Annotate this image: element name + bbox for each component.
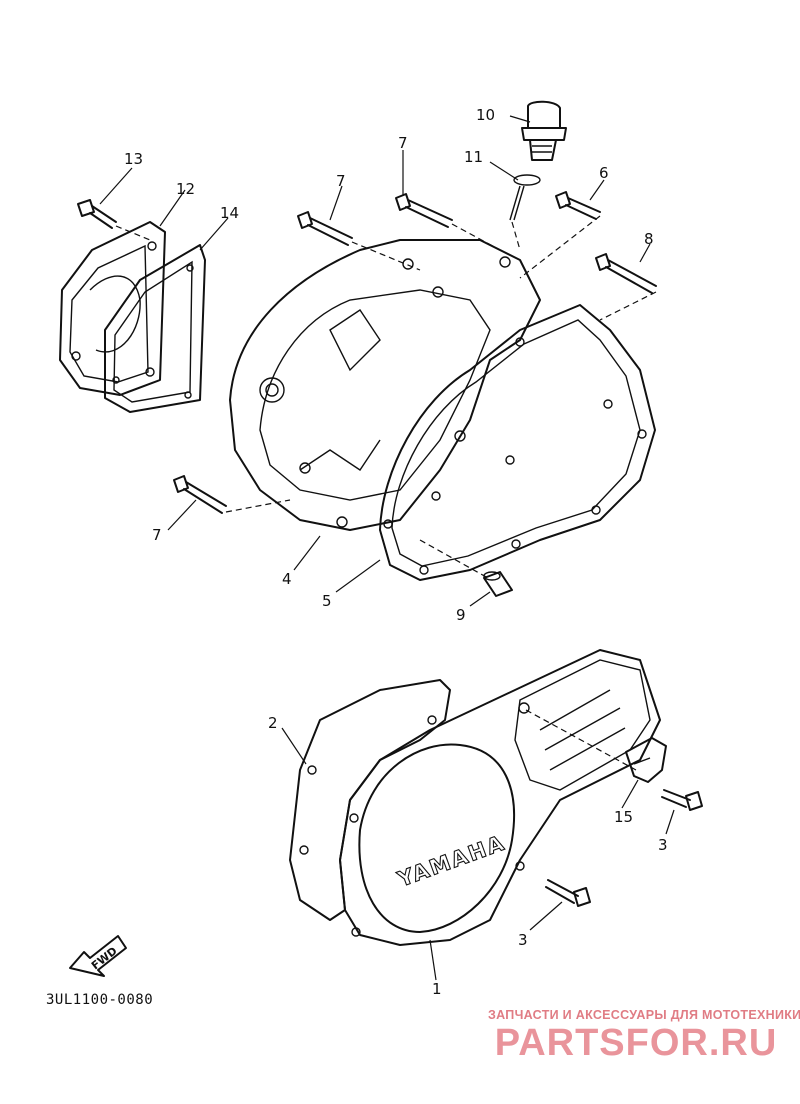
callout-12-num: 12 <box>176 180 195 198</box>
part-15-clip <box>625 737 667 783</box>
part-3-bolt-right <box>661 789 703 811</box>
callout-8: 8 <box>644 230 654 248</box>
part-10-filler-cap <box>521 100 567 161</box>
assembly-lines <box>115 215 657 771</box>
callout-14-num: 14 <box>220 204 239 222</box>
callout-9: 9 <box>456 606 466 624</box>
part-8-bolt <box>595 253 657 294</box>
callout-2: 2 <box>268 714 278 732</box>
callout-5: 5 <box>322 592 332 610</box>
callout-7-lower: 7 <box>152 526 162 544</box>
callout-4: 4 <box>282 570 292 588</box>
part-11-o-ring <box>509 174 541 221</box>
callout-10-num: 10 <box>476 106 495 124</box>
part-3-bolt-lower <box>545 879 591 907</box>
part-7-bolt-left <box>297 211 353 246</box>
callout-15: 15 <box>614 808 633 826</box>
part-4-crankcase-cover <box>229 239 541 531</box>
leader-lines <box>99 115 675 981</box>
callout-7-left: 7 <box>336 172 346 190</box>
watermark-tagline: ЗАПЧАСТИ И АКСЕССУАРЫ ДЛЯ МОТОТЕХНИКИ <box>488 1008 800 1022</box>
diagram-code: 3UL1100-0080 <box>46 992 154 1008</box>
callout-3-right: 3 <box>658 836 668 854</box>
callout-1: 1 <box>432 980 442 998</box>
callout-11: 11 <box>464 148 483 166</box>
callout-7-top: 7 <box>398 134 408 152</box>
part-14-small-gasket <box>104 244 206 413</box>
part-5-large-gasket <box>379 304 656 581</box>
part-7-bolt-lower <box>173 475 227 514</box>
callout-6: 6 <box>599 164 609 182</box>
part-13-bolt <box>77 199 117 229</box>
callout-3-lower: 3 <box>518 931 528 949</box>
callout-13-num: 13 <box>124 150 143 168</box>
watermark-brand: PARTSFOR.RU <box>494 1022 778 1064</box>
part-6-bolt <box>555 191 601 220</box>
